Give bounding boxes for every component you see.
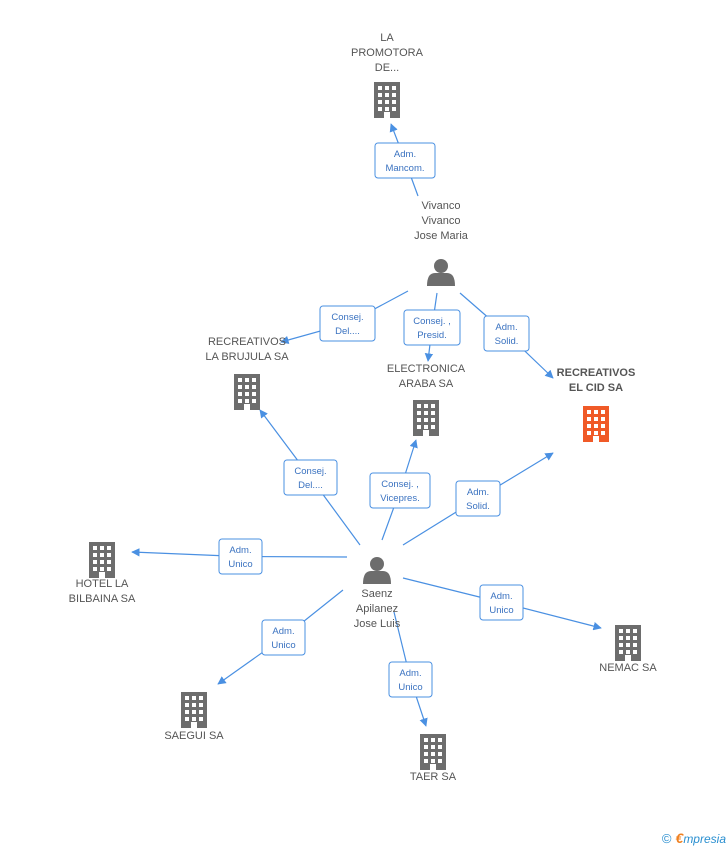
- relation-label-box[interactable]: [319, 305, 376, 342]
- copyright-icon: ©: [661, 830, 672, 846]
- building-icon: [234, 374, 260, 410]
- node-label: HOTEL LA: [76, 578, 129, 590]
- relation-label-text: Solid.: [495, 336, 519, 347]
- node-label: Vivanco: [422, 200, 461, 212]
- person-icon: [427, 259, 455, 286]
- relation-label-text: Unico: [398, 682, 422, 693]
- relation-label-box[interactable]: [374, 142, 436, 179]
- relation-label-text: Del....: [335, 326, 360, 337]
- edge-saenz-to-elcid: Adm. Solid.: [402, 452, 554, 546]
- node-electronica[interactable]: ELECTRONICA ARABA SA: [387, 363, 466, 436]
- node-label: ARABA SA: [399, 378, 454, 390]
- relation-label-box[interactable]: [369, 472, 431, 509]
- edge-saenz-to-nemac: Adm. Unico: [402, 577, 602, 631]
- building-icon: [420, 734, 446, 770]
- relation-label-box[interactable]: [283, 459, 338, 496]
- relation-label-text: Consej.: [331, 312, 363, 323]
- edge-saenz-to-saegui: Adm. Unico: [217, 589, 344, 685]
- relation-label-text: Solid.: [466, 501, 490, 512]
- relation-label-text: Unico: [489, 605, 513, 616]
- relation-label-box[interactable]: [403, 309, 461, 346]
- relation-label-text: Adm.: [272, 626, 294, 637]
- edge-saenz-to-hotel: Adm. Unico: [131, 538, 348, 575]
- relation-label-text: Del....: [298, 480, 323, 491]
- relation-label-box[interactable]: [388, 661, 433, 698]
- edges-layer: Adm. Mancom. Consej. Del.... Consej. , Presid…: [131, 123, 602, 727]
- relation-label-text: Consej. ,: [381, 479, 419, 490]
- node-label: PROMOTORA: [351, 47, 424, 59]
- building-icon: [181, 692, 207, 728]
- relation-label-text: Unico: [271, 640, 295, 651]
- node-label: BILBAINA SA: [69, 593, 136, 605]
- relation-label-box[interactable]: [479, 584, 524, 621]
- building-icon: [89, 542, 115, 578]
- edge-vivanco-to-brujula: Consej. Del....: [280, 290, 409, 345]
- node-label: Apilanez: [356, 603, 398, 615]
- relation-label-text: Adm.: [229, 545, 251, 556]
- edge-saenz-to-brujula: Consej. Del....: [259, 409, 361, 546]
- node-label: Jose Maria: [414, 230, 469, 242]
- edge-saenz-to-electronica: Consej. , Vicepres.: [369, 439, 431, 541]
- node-saegui[interactable]: SAEGUI SA: [164, 692, 224, 742]
- node-label: RECREATIVOS: [557, 367, 636, 379]
- empresia-logo: €mpresia: [675, 830, 726, 846]
- relation-label-text: Adm.: [399, 668, 421, 679]
- edge-vivanco-to-electronica: Consej. , Presid.: [403, 292, 461, 362]
- building-icon: [374, 82, 400, 118]
- node-label: TAER SA: [410, 771, 457, 783]
- relation-label-text: Vicepres.: [380, 493, 419, 504]
- node-nemac[interactable]: NEMAC SA: [599, 625, 657, 674]
- relation-label-box[interactable]: [483, 315, 530, 352]
- building-icon: [615, 625, 641, 661]
- node-label: Vivanco: [422, 215, 461, 227]
- node-promotora[interactable]: LA PROMOTORA DE...: [351, 32, 424, 118]
- relation-label-box[interactable]: [218, 538, 263, 575]
- edge-vivanco-to-promotora: Adm. Mancom.: [374, 123, 436, 197]
- person-icon: [363, 557, 391, 584]
- building-icon: [583, 406, 609, 442]
- relation-label-text: Adm.: [495, 322, 517, 333]
- relation-label-text: Adm.: [490, 591, 512, 602]
- relation-label-text: Consej. ,: [413, 316, 451, 327]
- node-label: ELECTRONICA: [387, 363, 466, 375]
- node-brujula[interactable]: RECREATIVOS LA BRUJULA SA: [205, 336, 289, 410]
- node-label: NEMAC SA: [599, 662, 657, 674]
- node-label: RECREATIVOS: [208, 336, 286, 348]
- node-taer[interactable]: TAER SA: [410, 734, 457, 783]
- node-elcid[interactable]: RECREATIVOS EL CID SA: [557, 367, 636, 442]
- edge-vivanco-to-elcid: Adm. Solid.: [459, 292, 554, 379]
- relation-label-text: Adm.: [394, 149, 416, 160]
- node-label: Saenz: [361, 588, 392, 600]
- relation-label-text: Adm.: [467, 487, 489, 498]
- node-label: Jose Luis: [354, 618, 401, 630]
- node-label: DE...: [375, 62, 399, 74]
- relation-label-text: Consej.: [294, 466, 326, 477]
- relation-label-text: Presid.: [417, 330, 447, 341]
- building-icon: [413, 400, 439, 436]
- relation-label-text: Mancom.: [385, 163, 424, 174]
- node-label: EL CID SA: [569, 382, 623, 394]
- edge-saenz-to-taer: Adm. Unico: [388, 611, 433, 727]
- node-label: SAEGUI SA: [164, 730, 224, 742]
- node-label: LA BRUJULA SA: [205, 351, 289, 363]
- relation-label-box[interactable]: [455, 480, 501, 517]
- node-hotel[interactable]: HOTEL LA BILBAINA SA: [69, 542, 136, 605]
- footer-brand: © €mpresia: [662, 830, 726, 846]
- relation-label-box[interactable]: [261, 619, 306, 656]
- node-label: LA: [380, 32, 394, 44]
- relation-label-text: Unico: [228, 559, 252, 570]
